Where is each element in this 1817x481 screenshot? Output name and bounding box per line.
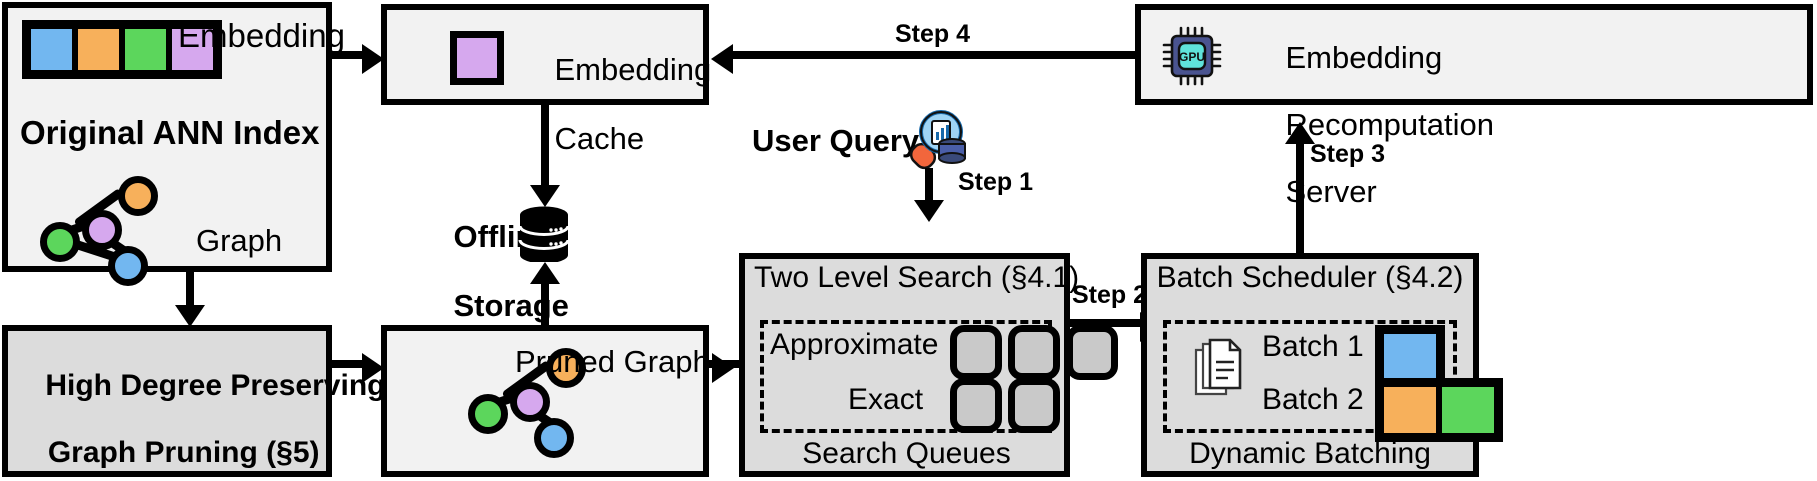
arrow-cache-to-storage-line bbox=[541, 105, 549, 190]
embedding-chip-icon bbox=[450, 31, 504, 85]
graph-node-purple bbox=[510, 382, 550, 422]
step-1-label: Step 1 bbox=[958, 168, 1034, 196]
approximate-slot-row bbox=[950, 325, 1118, 380]
search-queue-slot bbox=[1066, 325, 1118, 380]
original-ann-index-title: Original ANN Index bbox=[20, 114, 320, 151]
recomputation-server-line3: Server bbox=[1285, 174, 1377, 210]
gpu-icon-text: GPU bbox=[1179, 50, 1205, 64]
embedding-chip-orange bbox=[75, 26, 122, 73]
embedding-chip-green bbox=[122, 26, 169, 73]
arrow-pruned-graph-to-storage-head bbox=[530, 262, 560, 284]
embedding-cache-line1: Embedding bbox=[554, 51, 712, 87]
gpu-chip-icon: GPU bbox=[1162, 26, 1222, 86]
dynamic-batching-dashed-region bbox=[1163, 320, 1457, 433]
offline-storage-line2: Storage bbox=[453, 288, 569, 324]
batch-2-label: Batch 2 bbox=[1262, 383, 1364, 416]
embedding-chip-blue bbox=[28, 26, 75, 73]
documents-stack-icon bbox=[1194, 338, 1242, 396]
embedding-chip-strip bbox=[22, 20, 222, 79]
batch-chip-green bbox=[1439, 384, 1497, 436]
batch-chip-orange bbox=[1381, 384, 1439, 436]
batch-chip-blue bbox=[1381, 331, 1439, 383]
arrow-index-to-cache-head bbox=[362, 44, 384, 74]
step-3-label: Step 3 bbox=[1310, 140, 1386, 168]
search-queue-slot bbox=[1008, 325, 1060, 380]
user-query-label: User Query bbox=[752, 123, 920, 158]
arrow-index-to-pruning-head bbox=[175, 305, 205, 327]
batch-2-chip-row bbox=[1375, 378, 1503, 442]
dynamic-batching-footer: Dynamic Batching bbox=[1189, 437, 1431, 470]
magnifier-database-icon bbox=[909, 110, 966, 170]
embedding-cache-title: Embedding Cache bbox=[520, 18, 711, 192]
step-4-label: Step 4 bbox=[895, 20, 971, 48]
embedding-cache-box bbox=[381, 4, 709, 105]
arrow-pruned-graph-to-storage-line bbox=[541, 278, 549, 326]
arrow-index-to-pruning-line bbox=[186, 272, 194, 310]
original-index-graph-glyph bbox=[40, 168, 180, 286]
database-cylinder-icon bbox=[518, 206, 570, 262]
graph-node-green bbox=[40, 222, 80, 262]
recomputation-server-title: Embedding Recomputation Server bbox=[1251, 8, 1494, 242]
search-queue-slot bbox=[1008, 378, 1060, 433]
arrow-server-to-cache-head bbox=[711, 44, 733, 74]
search-queue-slot bbox=[950, 325, 1002, 380]
graph-node-green bbox=[468, 394, 508, 434]
embedding-cache-line2: Cache bbox=[554, 121, 645, 157]
two-level-search-title: Two Level Search (§4.1) bbox=[754, 261, 1080, 294]
embedding-chip-purple bbox=[169, 26, 216, 73]
pruned-graph-label: Pruned Graph bbox=[515, 344, 710, 379]
graph-node-blue bbox=[534, 418, 574, 458]
pruned-graph-glyph bbox=[468, 342, 598, 460]
arrow-pruning-to-pruned-graph-line bbox=[332, 360, 370, 368]
graph-pruning-title: High Degree Preserving Graph Pruning (§5… bbox=[12, 335, 385, 481]
arrow-pruning-to-pruned-graph-head bbox=[362, 353, 384, 383]
arrow-scheduler-to-server-line bbox=[1296, 140, 1304, 254]
graph-pruning-line1: High Degree Preserving bbox=[45, 368, 386, 402]
arrow-query-to-search-head bbox=[914, 200, 944, 222]
graph-pruning-box bbox=[2, 325, 332, 477]
arrow-cache-to-storage-head bbox=[530, 185, 560, 207]
graph-node-blue bbox=[108, 246, 148, 286]
arrow-server-to-cache-line bbox=[730, 51, 1138, 59]
batch-1-label: Batch 1 bbox=[1262, 330, 1364, 363]
original-graph-label: Graph bbox=[196, 223, 283, 258]
exact-row-label: Exact bbox=[848, 383, 924, 416]
graph-pruning-line2: Graph Pruning (§5) bbox=[47, 435, 320, 469]
graph-node-orange bbox=[546, 348, 586, 388]
arrow-index-to-cache-line bbox=[332, 51, 370, 59]
arrow-scheduler-to-server-head bbox=[1285, 122, 1315, 144]
batch-scheduler-title: Batch Scheduler (§4.2) bbox=[1156, 261, 1464, 294]
arrow-query-to-search-line bbox=[925, 168, 933, 206]
search-queue-slot bbox=[950, 378, 1002, 433]
exact-slot-row bbox=[950, 378, 1060, 433]
recomputation-server-box bbox=[1135, 4, 1813, 105]
graph-node-purple bbox=[82, 210, 122, 250]
recomputation-server-line1: Embedding bbox=[1285, 40, 1443, 76]
arrow-search-to-scheduler-line bbox=[1070, 319, 1158, 327]
embedding-label: Embedding bbox=[178, 17, 345, 54]
search-queues-footer: Search Queues bbox=[802, 437, 1011, 470]
graph-node-orange bbox=[118, 176, 158, 216]
approximate-row-label: Approximate bbox=[770, 328, 939, 361]
recomputation-server-line2: Recomputation bbox=[1285, 107, 1494, 143]
arrow-pruned-graph-to-search-head bbox=[712, 353, 734, 383]
step-2-label: Step 2 bbox=[1072, 281, 1148, 309]
